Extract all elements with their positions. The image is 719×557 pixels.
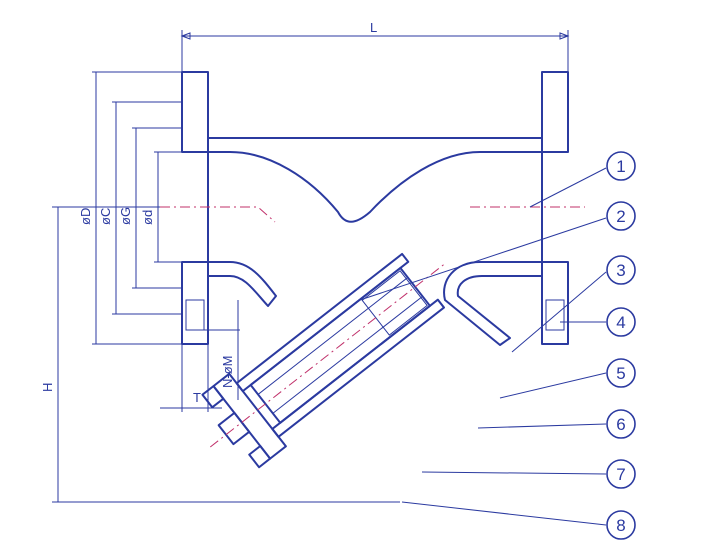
- svg-text:4: 4: [616, 313, 625, 332]
- callout-1: 1: [606, 151, 636, 181]
- right-flange: [541, 71, 569, 153]
- callout-3: 3: [606, 255, 636, 285]
- callout-leaders: [359, 167, 607, 526]
- callout-6: 6: [606, 409, 636, 439]
- bolt-bottom: [248, 444, 272, 469]
- dim-bore: ød: [140, 210, 155, 225]
- dim-length: L: [370, 20, 377, 35]
- lower-right-wall: [443, 261, 543, 346]
- right-bolt-hole: [545, 299, 565, 331]
- callout-7: 7: [606, 459, 636, 489]
- dimensions: L øD øC øG ød H N-øM T: [40, 20, 570, 503]
- svg-text:7: 7: [616, 465, 625, 484]
- left-flange: [181, 71, 209, 153]
- callouts: 1 2 3 4 5 6 7 8: [606, 151, 636, 540]
- callout-4: 4: [606, 307, 636, 337]
- left-bolt-hole: [185, 299, 205, 331]
- lower-left-wall: [207, 261, 277, 307]
- callout-2: 2: [606, 201, 636, 231]
- dim-flange-thickness: T: [193, 390, 201, 405]
- screen-housing-wall-a: [235, 252, 410, 393]
- callout-5: 5: [606, 358, 636, 388]
- top-wall: [207, 137, 543, 223]
- bolt-top: [201, 385, 225, 409]
- dim-bolt-holes: N-øM: [220, 356, 235, 389]
- svg-text:3: 3: [616, 261, 625, 280]
- svg-text:2: 2: [616, 207, 625, 226]
- dim-flange-od: øD: [78, 208, 93, 225]
- valve-body: [181, 71, 569, 346]
- svg-text:1: 1: [616, 157, 625, 176]
- strainer-leg: [201, 252, 447, 469]
- svg-text:8: 8: [616, 516, 625, 535]
- dim-height: H: [40, 383, 55, 392]
- dim-bolt-circle: øC: [98, 208, 113, 225]
- dim-raised-face: øG: [118, 207, 133, 225]
- svg-text:5: 5: [616, 364, 625, 383]
- svg-text:6: 6: [616, 415, 625, 434]
- callout-8: 8: [606, 510, 636, 540]
- screen-housing-wall-b: [271, 298, 445, 438]
- right-flange-lower: [541, 261, 569, 345]
